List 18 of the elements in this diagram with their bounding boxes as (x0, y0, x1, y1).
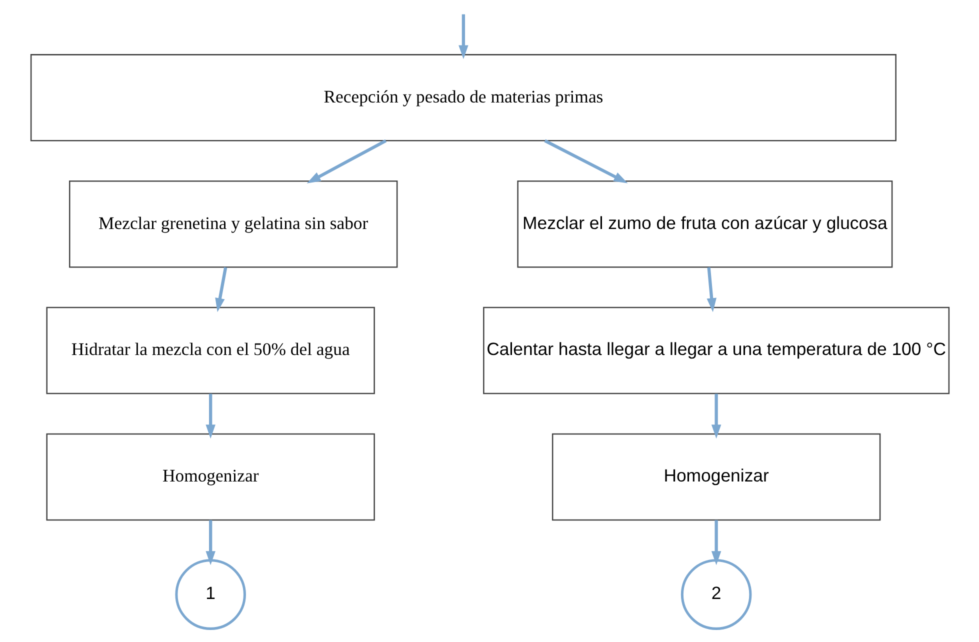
node-box: Homogenizar (551, 433, 880, 521)
node-box: Mezclar el zumo de fruta con azúcar y glucosa (516, 180, 892, 268)
arrow (544, 139, 628, 184)
node-box: Calentar hasta llegar a llegar a una temperatura de 100 °C (482, 306, 950, 394)
arrow (706, 267, 716, 312)
arrow (458, 14, 468, 60)
node-box: Hidratar la mezcla con el 50% del agua (46, 306, 374, 394)
arrow (214, 267, 227, 312)
node-circle: 1 (174, 559, 246, 630)
arrow (205, 394, 215, 439)
node-circle: 2 (680, 559, 752, 630)
arrow (306, 139, 386, 184)
node-box: Recepción y pesado de materias primas (30, 54, 896, 142)
arrow (205, 520, 215, 566)
arrow (710, 520, 721, 566)
node-box: Homogenizar (46, 433, 374, 521)
node-box: Mezclar grenetina y gelatina sin sabor (68, 180, 398, 268)
arrow (710, 394, 721, 439)
